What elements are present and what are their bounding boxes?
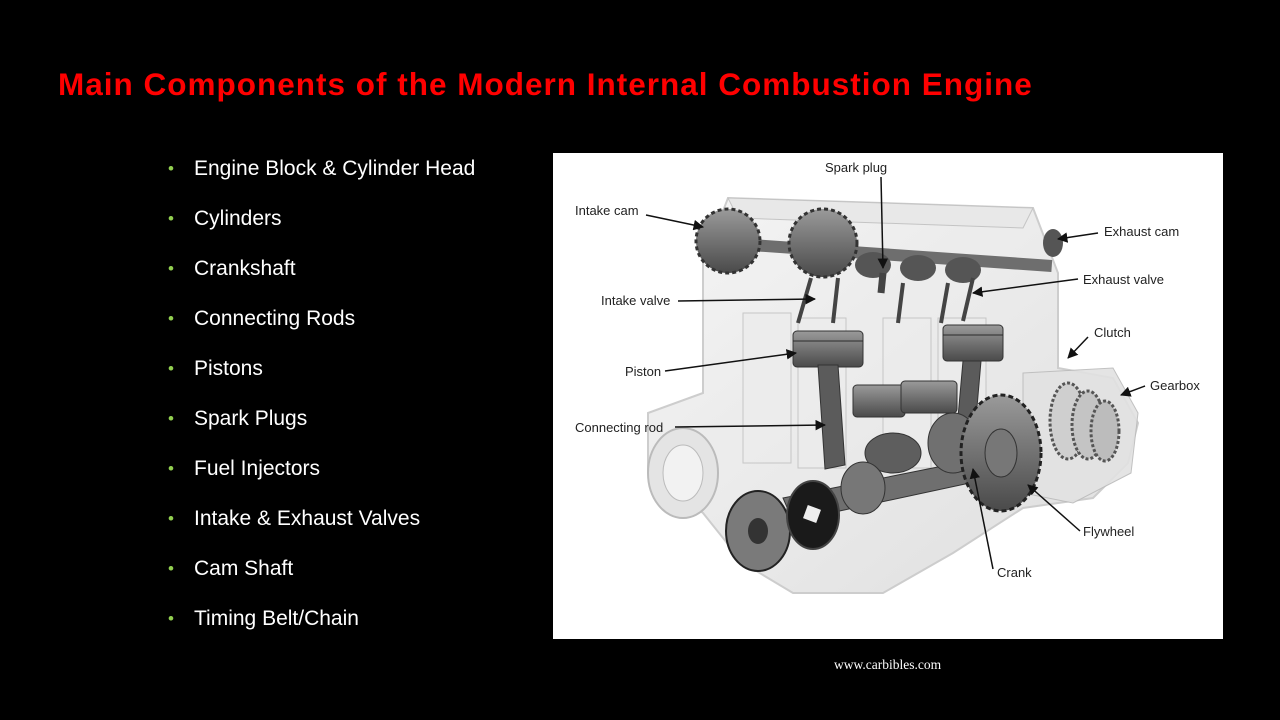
- bullet-dot-icon: •: [168, 259, 174, 278]
- label-spark-plug: Spark plug: [825, 160, 887, 175]
- pistons-shape: [792, 324, 1004, 418]
- label-clutch: Clutch: [1094, 325, 1131, 340]
- bullet-dot-icon: •: [168, 409, 174, 428]
- engine-illustration: Spark plug Intake cam Exhaust cam Exhaus…: [575, 160, 1200, 594]
- flywheel-shape: [959, 393, 1043, 513]
- label-flywheel: Flywheel: [1083, 524, 1134, 539]
- list-item-label: Timing Belt/Chain: [194, 607, 359, 630]
- list-item-label: Engine Block & Cylinder Head: [194, 157, 476, 180]
- bullet-dot-icon: •: [168, 159, 174, 178]
- list-item: • Pistons: [168, 344, 475, 394]
- bullet-dot-icon: •: [168, 509, 174, 528]
- list-item-label: Connecting Rods: [194, 307, 356, 330]
- list-item: • Cam Shaft: [168, 544, 475, 594]
- label-leaders: [645, 176, 1146, 570]
- list-item-label: Cam Shaft: [194, 557, 294, 580]
- list-item: • Engine Block & Cylinder Head: [168, 144, 475, 194]
- label-gearbox: Gearbox: [1150, 378, 1200, 393]
- bullet-dot-icon: •: [168, 559, 174, 578]
- component-list: • Engine Block & Cylinder Head • Cylinders…: [168, 144, 475, 644]
- list-item-label: Crankshaft: [194, 257, 296, 280]
- list-item: • Cylinders: [168, 194, 475, 244]
- list-item-label: Spark Plugs: [194, 407, 308, 430]
- label-piston: Piston: [625, 364, 661, 379]
- label-connecting-rod: Connecting rod: [575, 420, 663, 435]
- list-item-label: Pistons: [194, 357, 263, 380]
- bullet-dot-icon: •: [168, 209, 174, 228]
- list-item: • Timing Belt/Chain: [168, 594, 475, 644]
- label-exhaust-cam: Exhaust cam: [1104, 224, 1179, 239]
- valves-shape: [796, 272, 975, 324]
- list-item: • Spark Plugs: [168, 394, 475, 444]
- pulley-shape: [725, 480, 840, 572]
- source-caption: www.carbibles.com: [834, 657, 942, 672]
- bullet-dot-icon: •: [168, 609, 174, 628]
- bullet-dot-icon: •: [168, 309, 174, 328]
- list-item: • Crankshaft: [168, 244, 475, 294]
- list-item-label: Fuel Injectors: [194, 457, 321, 480]
- engine-diagram: Spark plug Intake cam Exhaust cam Exhaus…: [553, 153, 1223, 639]
- label-crank: Crank: [997, 565, 1032, 580]
- bullet-dot-icon: •: [168, 459, 174, 478]
- list-item-label: Cylinders: [194, 207, 282, 230]
- label-exhaust-valve: Exhaust valve: [1083, 272, 1164, 287]
- bullet-dot-icon: •: [168, 359, 174, 378]
- list-item: • Fuel Injectors: [168, 444, 475, 494]
- list-item: • Intake & Exhaust Valves: [168, 494, 475, 544]
- list-item-label: Intake & Exhaust Valves: [194, 507, 421, 530]
- list-item: • Connecting Rods: [168, 294, 475, 344]
- gearbox-gears-shape: [1048, 381, 1121, 463]
- label-intake-valve: Intake valve: [601, 293, 670, 308]
- camshaft-shape: [694, 207, 1063, 283]
- slide-title: Main Components of the Modern Internal C…: [58, 66, 1033, 102]
- label-intake-cam: Intake cam: [575, 203, 639, 218]
